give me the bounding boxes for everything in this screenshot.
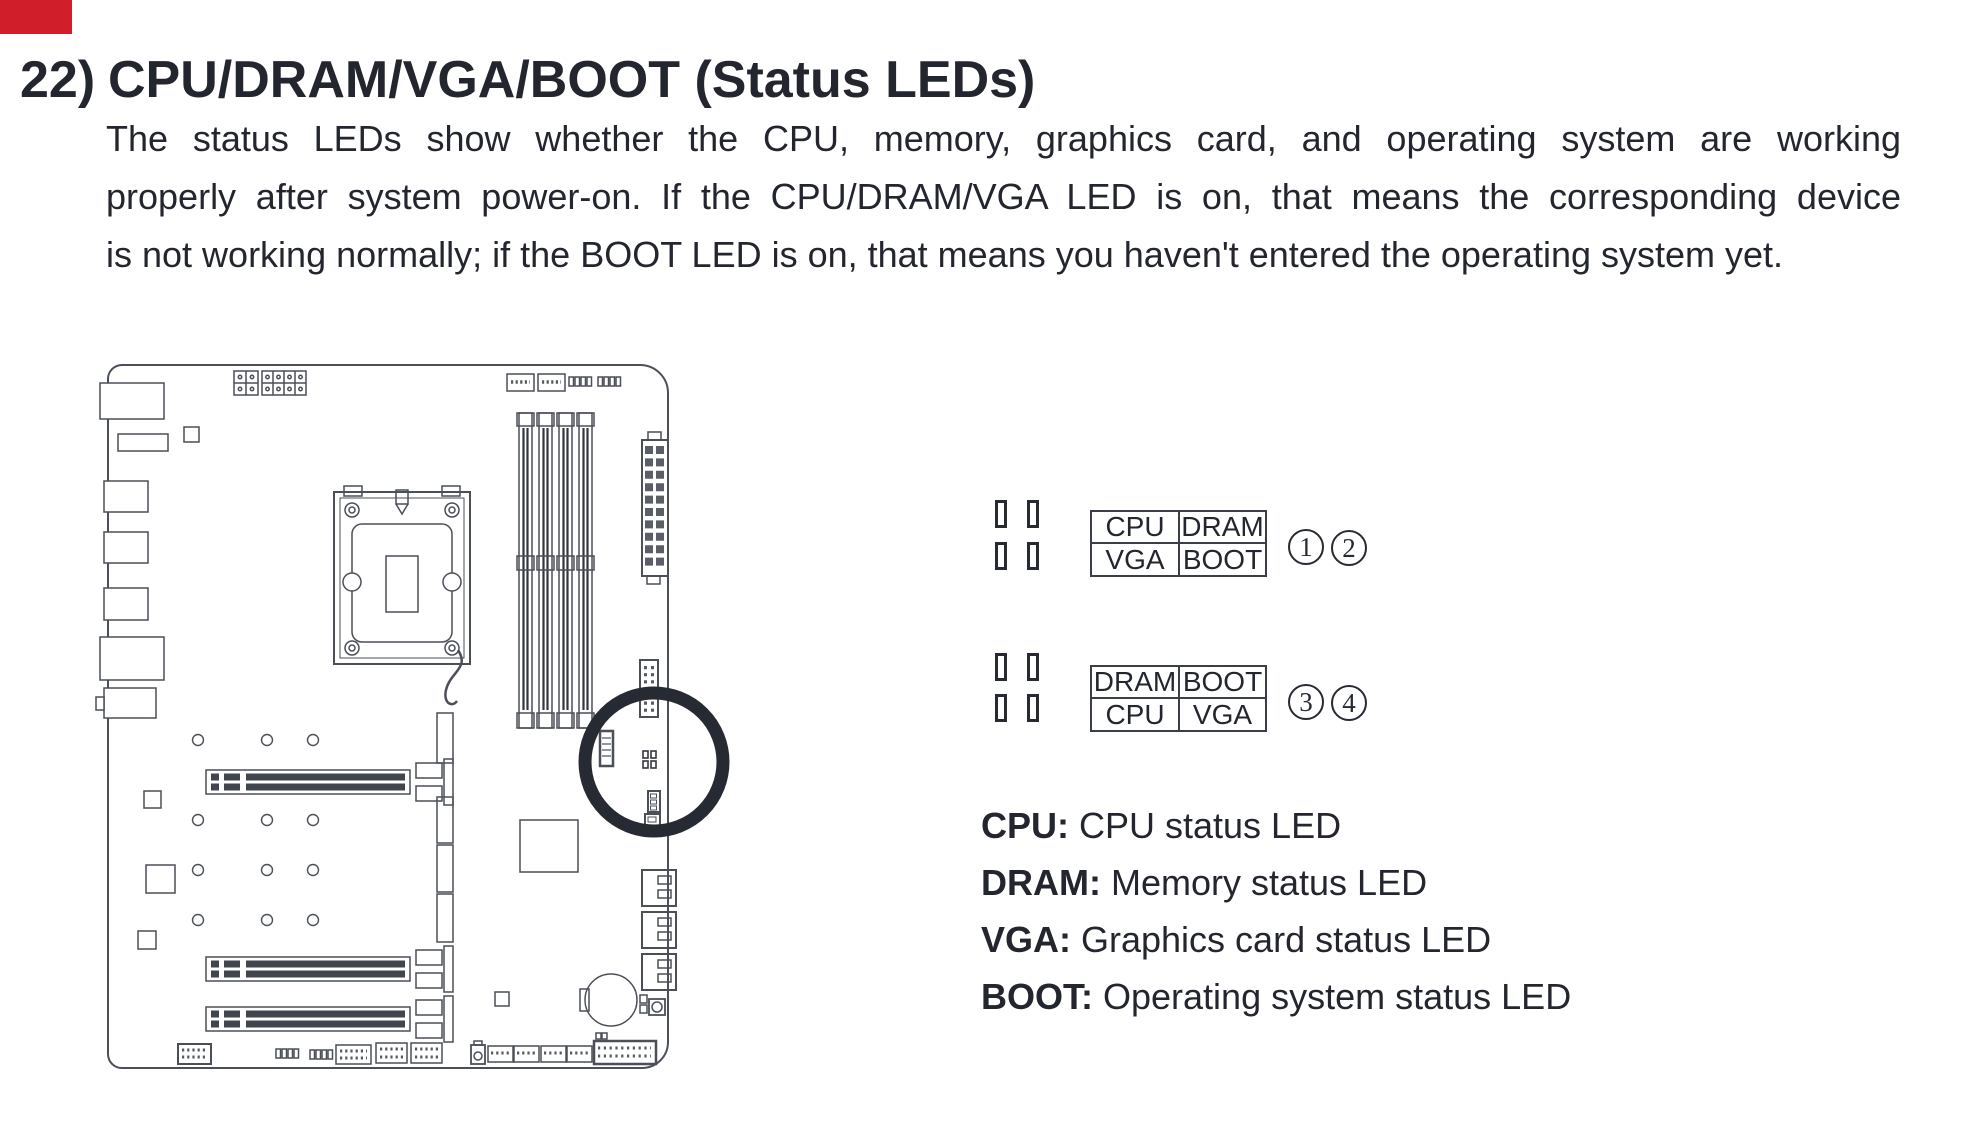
led-indicator [995, 653, 1007, 681]
motherboard-diagram [95, 364, 730, 1069]
led-table-cell: DRAM [1092, 666, 1180, 699]
legend-row: CPU:CPU status LED [981, 797, 1571, 854]
led-legend: CPU:CPU status LED DRAM:Memory status LE… [981, 797, 1571, 1025]
legend-label: CPU: [981, 805, 1069, 846]
led-table-cell: DRAM [1180, 510, 1265, 544]
cmos-battery [579, 973, 666, 1027]
paragraph-line: The status LEDs show whether the CPU, me… [106, 118, 1901, 159]
led-table-cell: BOOT [1180, 666, 1265, 699]
callout-number: 2 [1331, 530, 1367, 566]
misc-components [137, 790, 510, 1007]
legend-desc: Operating system status LED [1103, 976, 1572, 1017]
callout-number: 3 [1288, 684, 1324, 720]
usb-c-header [598, 729, 615, 768]
pcie-slot [205, 945, 454, 993]
legend-row: DRAM:Memory status LED [981, 854, 1571, 911]
led-table-cell: CPU [1092, 511, 1180, 544]
section-paragraph: The status LEDs show whether the CPU, me… [106, 110, 1901, 284]
pcie-slot [205, 758, 454, 806]
led-indicator [995, 500, 1007, 528]
bottom-headers [177, 1032, 658, 1066]
ram-slots [516, 412, 595, 729]
small-headers [644, 790, 661, 833]
rear-io-ports [95, 382, 200, 719]
chipset [519, 819, 579, 873]
legend-label: BOOT: [981, 976, 1093, 1017]
pcie-slot [205, 995, 454, 1043]
legend-desc: Graphics card status LED [1081, 919, 1492, 960]
led-indicator [995, 694, 1007, 722]
led-table-cell: CPU [1092, 698, 1180, 731]
top-fan-headers [506, 373, 622, 392]
callout-number: 4 [1331, 685, 1367, 721]
legend-desc: CPU status LED [1079, 805, 1342, 846]
paragraph-line: properly after system power-on. If the C… [106, 176, 1901, 217]
led-indicator [1027, 694, 1039, 722]
led-table-cell: VGA [1192, 698, 1253, 730]
led-table-cell: BOOT [1182, 543, 1263, 575]
led-indicator [1027, 500, 1039, 528]
led-label-table: DRAM BOOT CPU VGA [1090, 665, 1267, 732]
led-indicator [1027, 653, 1039, 681]
atx12v-connector [233, 370, 307, 396]
mounting-holes [191, 733, 320, 927]
paragraph-line: is not working normally; if the BOOT LED… [106, 234, 1784, 275]
led-indicator [1027, 542, 1039, 570]
atx-24pin-connector [641, 431, 669, 585]
led-table-cell: VGA [1092, 543, 1180, 576]
cpu-socket [333, 485, 471, 706]
legend-label: DRAM: [981, 862, 1101, 903]
section-number: 22) [20, 51, 96, 109]
m2-slots [436, 712, 454, 943]
section-title: CPU/DRAM/VGA/BOOT (Status LEDs) [108, 51, 1036, 109]
legend-label: VGA: [981, 919, 1071, 960]
status-led-group [642, 750, 657, 769]
page-corner-red-mark [0, 0, 72, 34]
highlight-circle [578, 686, 730, 838]
sata-connectors [641, 869, 677, 991]
led-indicator [995, 542, 1007, 570]
legend-row: VGA:Graphics card status LED [981, 911, 1571, 968]
callout-number: 1 [1288, 529, 1324, 565]
legend-desc: Memory status LED [1110, 862, 1428, 903]
led-label-table: CPU DRAM VGA BOOT [1090, 510, 1267, 577]
legend-row: BOOT:Operating system status LED [981, 968, 1571, 1025]
